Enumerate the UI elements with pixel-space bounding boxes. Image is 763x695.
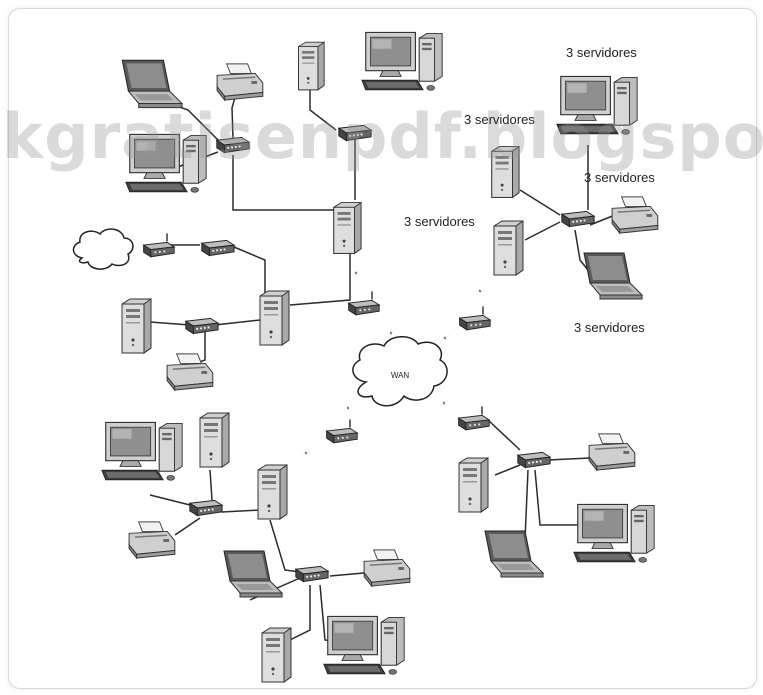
desktop-computer-icon [557,76,637,134]
desktop-computer-icon [362,32,442,90]
laptop-icon [584,253,642,299]
router-icon [459,406,490,429]
server-tower-icon [200,413,229,467]
router-icon [202,240,234,255]
server-tower-icon [299,42,325,90]
laptop-icon [122,60,182,107]
printer-icon [364,550,410,586]
printer-icon [589,434,635,470]
server-tower-icon [260,291,289,345]
server-tower-icon [334,203,361,254]
printer-icon [129,522,175,558]
router-icon [186,318,218,333]
router-icon [460,306,491,329]
router-icon [327,419,358,442]
printer-icon [612,197,658,233]
bottom-left-network [102,413,410,682]
printer-icon [167,354,213,390]
router-icon [518,452,550,467]
router-icon [217,137,249,152]
router-icon [190,500,222,515]
server-count-label: 3 servidores [464,112,535,127]
router-icon [339,125,371,140]
desktop-computer-icon [324,616,404,674]
internet-cloud [73,229,133,269]
printer-icon [217,64,263,100]
router-icon [144,233,175,256]
laptop-icon [485,531,543,577]
router-icon [296,566,328,581]
router-icon [562,211,594,226]
server-tower-icon [258,465,287,519]
server-tower-icon [494,221,523,275]
bottom-right-network [459,406,655,577]
server-count-label: 3 servidores [566,45,637,60]
top-left-network [122,32,442,390]
desktop-computer-icon [126,134,206,192]
server-count-label: 3 servidores [584,170,655,185]
server-tower-icon [122,299,151,353]
router-icon [349,291,380,314]
server-count-label: 3 servidores [574,320,645,335]
laptop-icon [224,551,282,597]
server-count-label: 3 servidores [404,214,475,229]
server-tower-icon [262,628,291,682]
desktop-computer-icon [102,422,182,480]
wan-label: WAN [391,371,410,380]
server-tower-icon [492,147,519,198]
server-tower-icon [459,458,488,512]
desktop-computer-icon [574,504,654,562]
